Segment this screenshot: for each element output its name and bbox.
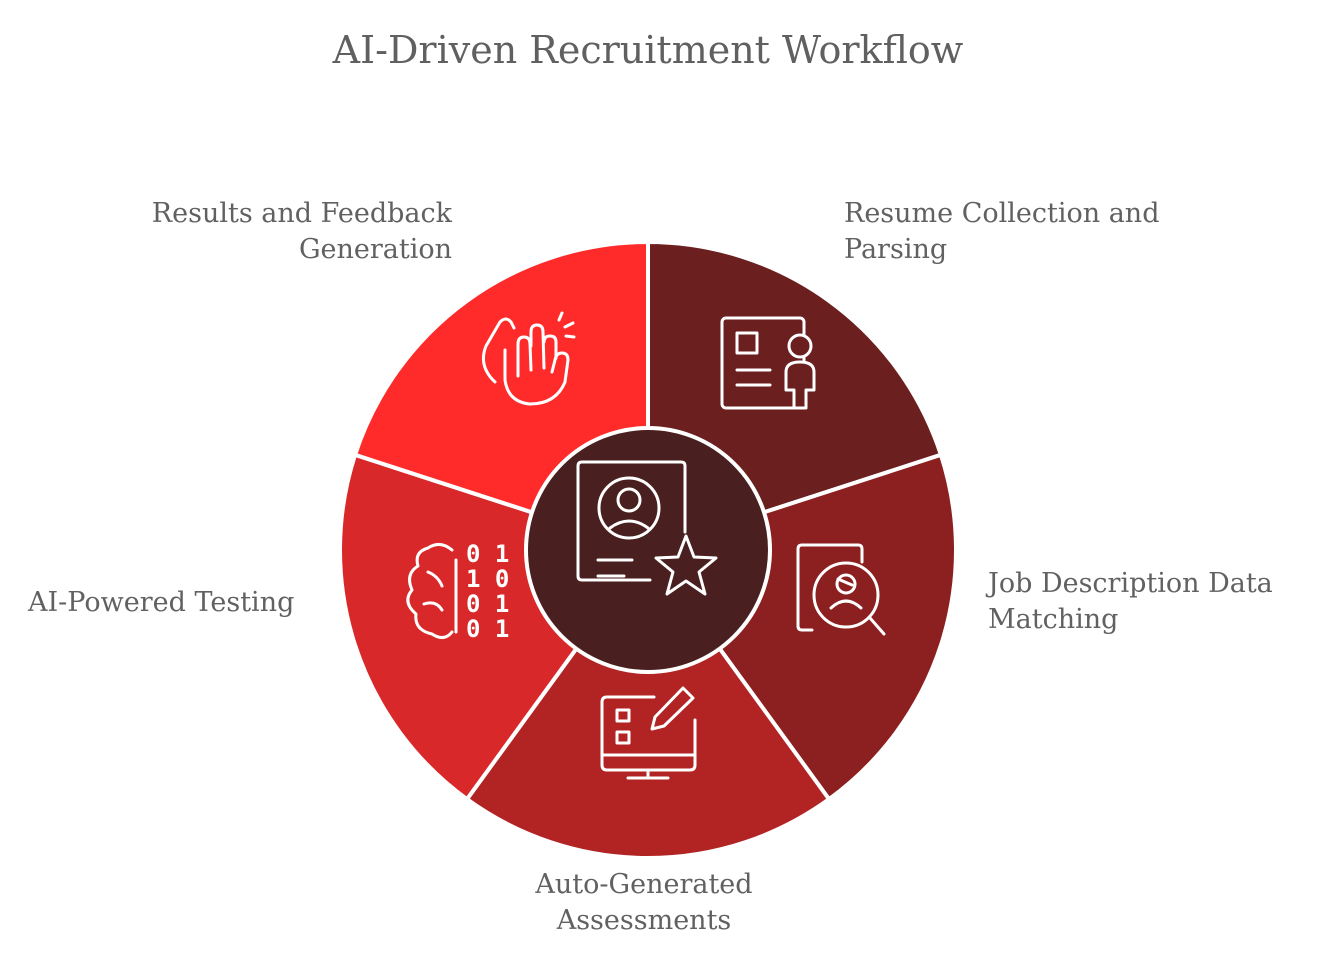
binary-row-3: 0 1 — [466, 590, 509, 618]
step-label-results-feedback: Results and Feedback Generation — [151, 198, 452, 265]
step-label-job-description: Job Description Data Matching — [988, 568, 1273, 635]
segment-auto-generated — [464, 548, 832, 860]
center-hub — [524, 426, 772, 674]
clapping-hands-icon — [482, 311, 576, 406]
binary-row-4: 0 1 — [466, 615, 509, 643]
binary-digits: 0 1 1 0 0 1 0 1 — [466, 540, 509, 643]
resume-person-icon — [720, 316, 816, 410]
document-search-icon — [796, 543, 886, 636]
monitor-checklist-pencil-icon — [600, 686, 697, 780]
step-label-ai-testing: AI-Powered Testing — [28, 587, 295, 618]
brain-binary-icon — [406, 543, 458, 639]
step-label-auto-generated: Auto-Generated Assessments — [535, 869, 753, 936]
diagram-title: AI-Driven Recruitment Workflow — [332, 28, 964, 72]
binary-row-1: 0 1 — [466, 540, 509, 568]
step-label-resume-collection: Resume Collection and Parsing — [844, 198, 1160, 265]
candidate-profile-star-icon — [576, 460, 718, 596]
binary-row-2: 1 0 — [466, 565, 509, 593]
